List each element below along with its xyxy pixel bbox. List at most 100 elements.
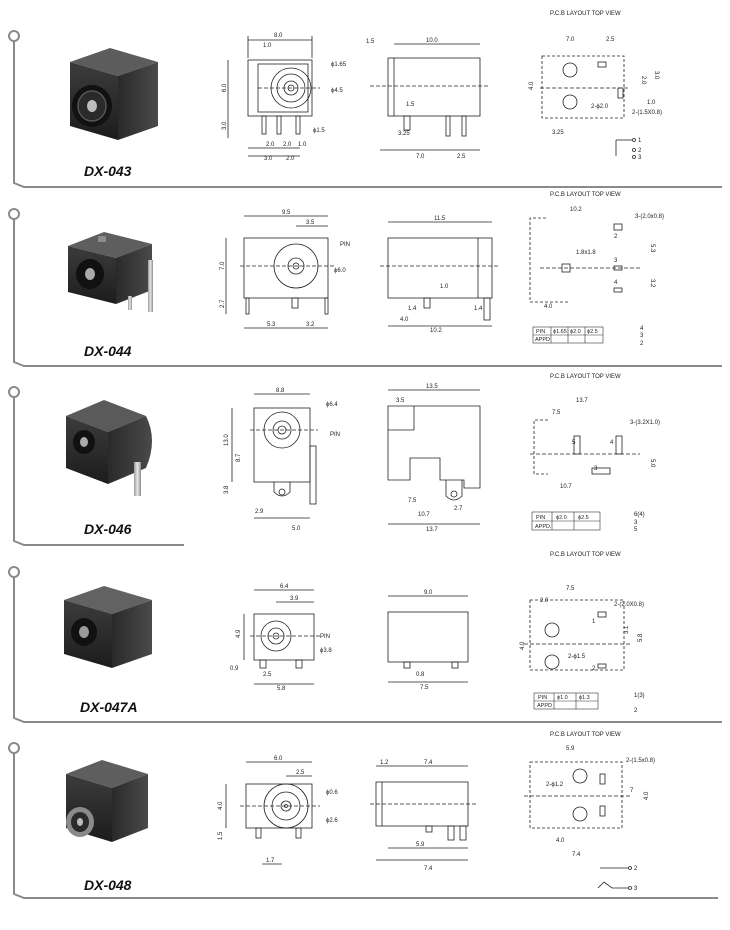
front-view-drawing [243,589,320,685]
svg-text:3.5: 3.5 [306,220,315,226]
pcb-layout-drawing [524,761,632,890]
pcb-layout-dims: 7.5 2.0 2-(2.0X0.8) 3.1 5.8 4.0 2-ϕ1.5 1… [520,586,645,714]
svg-text:3.0: 3.0 [222,121,228,130]
svg-text:5.0: 5.0 [292,526,301,532]
svg-text:3: 3 [638,155,642,161]
model-label: DX-043 [84,163,132,179]
svg-text:4.0: 4.0 [400,317,409,323]
svg-text:ϕ1.0: ϕ1.0 [557,695,568,701]
svg-text:7.4: 7.4 [572,852,581,858]
front-view-dims: 8.0 1.0 6.0 3.0 2.0 2.0 3.0 2.0 1.0 ϕ1.6… [222,33,347,162]
row-frame [8,386,184,546]
svg-text:1.7: 1.7 [266,858,275,864]
svg-text:1.0: 1.0 [263,43,272,49]
svg-text:ϕ2.0: ϕ2.0 [570,329,581,335]
svg-text:ϕ4.5: ϕ4.5 [331,88,343,94]
product-row-dx-048: DX-048 6.0 2.5 4.0 ϕ0.6 ϕ2.6 1.5 1.7 [8,732,718,899]
svg-text:5.3: 5.3 [267,322,276,328]
connector-photo [66,760,148,842]
svg-text:2.5: 2.5 [606,37,615,43]
svg-text:9.5: 9.5 [282,210,291,216]
svg-text:ϕ1.65: ϕ1.65 [553,329,567,335]
svg-text:3.8: 3.8 [224,485,230,494]
side-view-drawing [370,765,476,861]
pcb-layout-drawing [529,217,640,303]
svg-text:ϕ2.0: ϕ2.0 [556,515,567,521]
svg-text:ϕ1.3: ϕ1.3 [579,695,590,701]
row-frame [8,30,722,188]
product-row-dx-046: DX-046 8.8 ϕ6.4 PIN 13.0 8.7 3.8 2.9 5.0 [8,374,660,546]
svg-text:PIN: PIN [536,329,545,335]
connector-photo [66,400,152,496]
svg-text:2.5: 2.5 [263,672,272,678]
svg-text:5.9: 5.9 [566,746,575,752]
svg-text:13.0: 13.0 [224,434,230,446]
svg-text:7.5: 7.5 [420,685,429,691]
side-view-drawing [380,221,500,327]
svg-text:3-(3.2X1.0): 3-(3.2X1.0) [630,420,660,426]
svg-text:10.2: 10.2 [570,207,582,213]
row-frame [8,208,722,367]
svg-text:7.5: 7.5 [408,498,417,504]
svg-text:2.0: 2.0 [540,598,549,604]
svg-text:1.5: 1.5 [366,39,375,45]
svg-text:13.5: 13.5 [426,384,438,390]
svg-text:2-(1.5x0.8): 2-(1.5x0.8) [626,758,655,764]
svg-text:7: 7 [630,788,634,794]
svg-text:2.0: 2.0 [640,76,646,85]
svg-text:5.8: 5.8 [638,633,644,642]
pcb-layout-header: P.C.B LAYOUT TOP VIEW [550,11,621,17]
svg-text:8.7: 8.7 [236,453,242,462]
svg-text:1.8x1.8: 1.8x1.8 [576,250,596,256]
svg-text:1.0: 1.0 [298,142,307,148]
svg-text:APPD: APPD [535,337,550,343]
row-frame [8,566,722,723]
svg-text:13.7: 13.7 [426,527,438,533]
svg-text:5: 5 [572,440,576,446]
svg-text:1: 1 [592,619,596,625]
front-view-dims: 6.4 3.9 4.9 PIN ϕ3.8 0.9 2.5 5.8 [230,584,332,692]
pcb-layout-dims: 10.2 3-(2.0x0.8) 1.8x1.8 5.3 3.2 4.0 2 3… [544,207,664,347]
svg-text:ϕ6.0: ϕ6.0 [334,268,346,274]
svg-text:0.9: 0.9 [230,666,239,672]
svg-text:APPD.: APPD. [535,524,552,530]
svg-text:2: 2 [634,708,638,714]
svg-text:5.3: 5.3 [649,244,655,253]
svg-text:3.1: 3.1 [624,625,630,634]
svg-text:1: 1 [638,138,642,144]
svg-text:1.5: 1.5 [406,102,415,108]
svg-text:6.0: 6.0 [222,83,228,92]
svg-text:2.5: 2.5 [457,154,466,160]
svg-text:5.9: 5.9 [416,842,425,848]
svg-text:2.7: 2.7 [454,506,463,512]
pcb-layout-drawing [530,419,640,475]
svg-text:3: 3 [634,520,638,526]
svg-text:2-ϕ1.2: 2-ϕ1.2 [546,782,564,788]
svg-text:1(3): 1(3) [634,693,645,699]
front-view-drawing [225,215,334,329]
front-view-drawing [225,761,320,865]
svg-text:4.0: 4.0 [544,304,553,310]
svg-text:4: 4 [614,280,618,286]
svg-text:4: 4 [640,326,644,332]
connector-photo [68,232,153,312]
pcb-spec-table: PIN ϕ1.65 ϕ2.0 ϕ2.5 APPD [532,326,604,344]
pcb-layout-drawing [524,599,632,671]
pcb-spec-table: PIN ϕ1.0 ϕ1.3 APPD [533,692,599,710]
svg-text:4: 4 [610,440,614,446]
side-view-drawing [387,595,469,683]
svg-text:4.0: 4.0 [520,641,526,650]
front-view-drawing [231,393,318,519]
svg-text:PIN: PIN [538,695,547,701]
model-label: DX-047A [80,699,138,715]
front-view-drawing [227,36,320,157]
model-label: DX-048 [84,877,132,893]
svg-text:13.7: 13.7 [576,398,588,404]
svg-text:ϕ2.5: ϕ2.5 [587,329,598,335]
svg-text:3-(2.0x0.8): 3-(2.0x0.8) [635,214,664,220]
svg-text:PIN: PIN [536,515,545,521]
front-view-dims: 9.5 3.5 PIN ϕ6.0 7.0 2.7 5.3 3.2 [220,210,350,328]
svg-text:ϕ2.6: ϕ2.6 [326,818,338,824]
svg-text:1.4: 1.4 [474,306,483,312]
svg-text:PIN: PIN [320,634,330,640]
